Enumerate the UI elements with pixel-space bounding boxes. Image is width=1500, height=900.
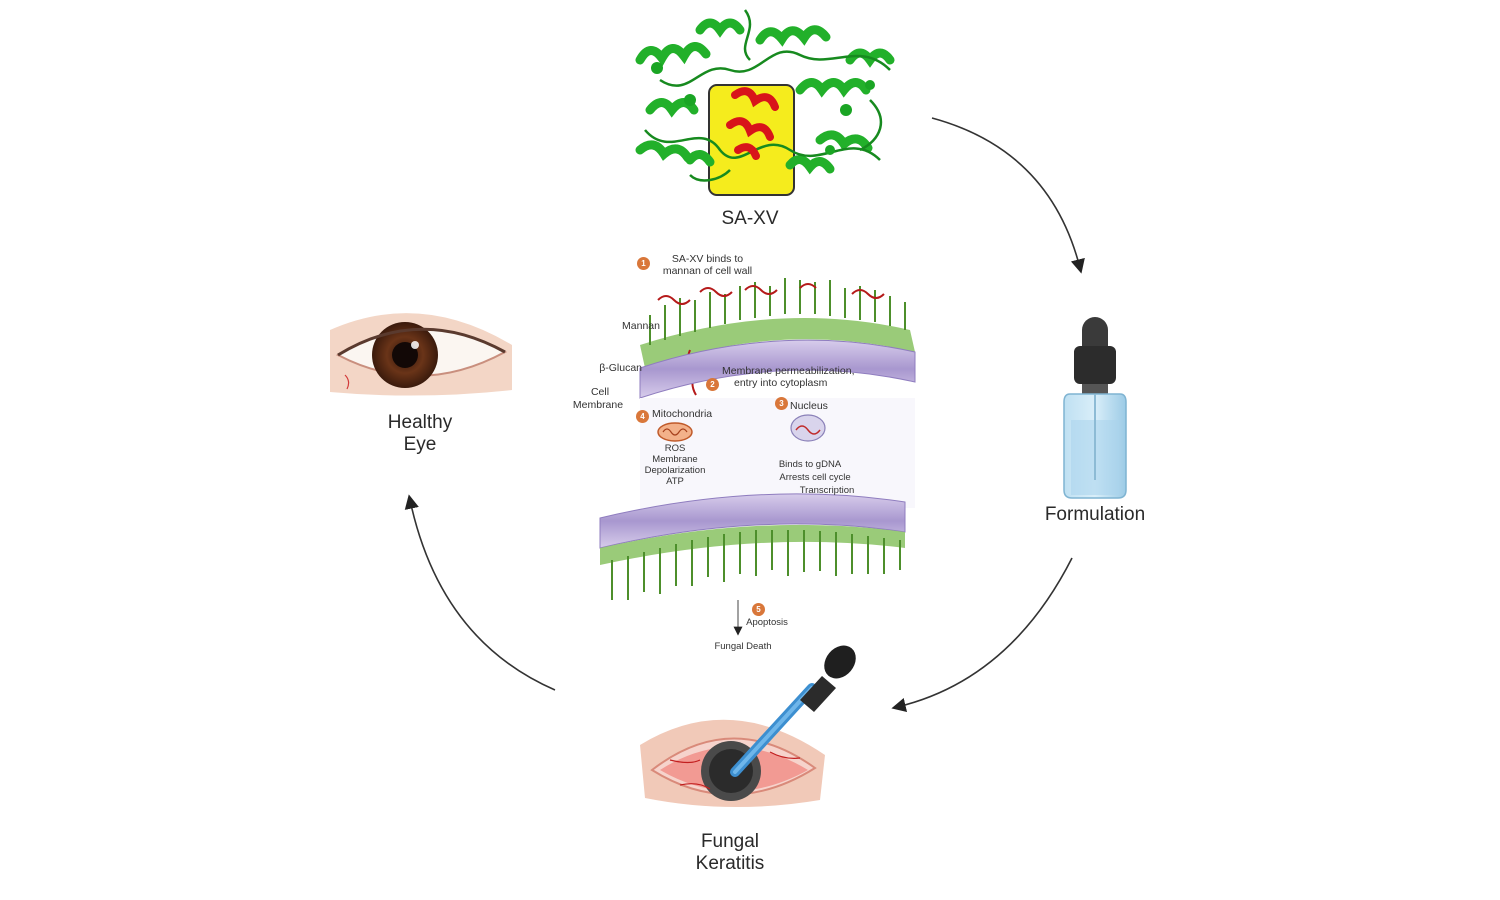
healthy-eye-icon (330, 313, 512, 396)
fungal-keratitis-label-line1: Fungal (700, 831, 760, 852)
lower-cell-wall (599, 493, 906, 600)
depolarization-label: Depolarization (644, 465, 706, 476)
cell-membrane-label-line1: Cell (590, 386, 610, 398)
formulation-label: Formulation (1044, 504, 1146, 525)
mitochondria-icon (657, 422, 693, 442)
dropper-bottle-icon (1063, 317, 1127, 499)
gdna-label: Binds to gDNA (778, 459, 842, 470)
healthy-eye-label-line2: Eye (403, 434, 437, 455)
apoptosis-label: Apoptosis (746, 617, 788, 628)
step2-text-line1: Membrane permeabilization, (722, 365, 855, 377)
atp-label: ATP (666, 476, 684, 487)
upper-cell-wall (639, 278, 916, 399)
arrow-keratitis-to-healthy (404, 494, 556, 691)
cytoplasm (640, 398, 915, 508)
step-badge-5: 5 (752, 603, 765, 616)
beta-glucan-label: β-Glucan (599, 362, 642, 374)
membrane-label: Membrane (652, 454, 698, 465)
step-badge-4: 4 (636, 410, 649, 423)
protein-structure-icon (635, 9, 895, 196)
ros-label: ROS (664, 443, 686, 454)
step-badge-1: 1 (637, 257, 650, 270)
arrest-label: Arrests cell cycle (779, 472, 851, 483)
nucleus-icon (790, 414, 826, 442)
transcription-label: Transcription (799, 485, 855, 496)
cell-membrane-label-line2: Membrane (572, 399, 624, 411)
eye-dropper-icon (730, 645, 856, 777)
step-badge-2: 2 (706, 378, 719, 391)
protein-label: SA-XV (721, 208, 779, 229)
fungal-keratitis-label-line2: Keratitis (695, 853, 765, 874)
fungal-death-label: Fungal Death (714, 641, 772, 652)
step1-text-line1: SA-XV binds to (671, 253, 744, 265)
healthy-eye-label-line1: Healthy (387, 412, 453, 433)
infected-eye-icon (640, 719, 825, 808)
mannan-label: Mannan (622, 320, 660, 332)
step-badge-3: 3 (775, 397, 788, 410)
step1-text-line2: mannan of cell wall (662, 265, 753, 277)
nucleus-label: Nucleus (790, 400, 828, 412)
arrow-formulation-to-keratitis (891, 557, 1073, 712)
step2-text-line2: entry into cytoplasm (734, 377, 828, 389)
mitochondria-label: Mitochondria (652, 408, 713, 420)
arrow-protein-to-formulation (931, 117, 1085, 274)
